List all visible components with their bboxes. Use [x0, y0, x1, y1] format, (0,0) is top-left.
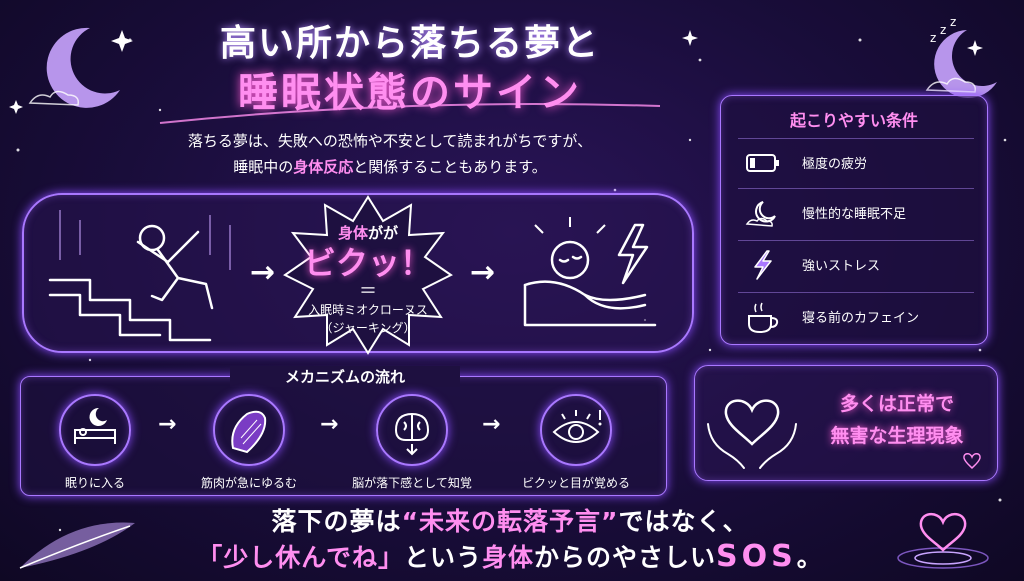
mechanism-title: メカニズムの流れ — [230, 366, 460, 387]
burst-sub: （ジャーキング） — [320, 321, 416, 335]
condition-row: 強いストレス — [738, 240, 974, 288]
condition-row: 極度の疲労 — [738, 138, 974, 186]
bottom-l2-highlight: 「少し休んでね」 — [197, 543, 404, 572]
moon-bed-icon — [74, 407, 116, 444]
jerk-burst-shape — [283, 195, 453, 355]
normal-text: 多くは正常で 無害な生理現象 — [802, 388, 992, 452]
crescent-moon-icon — [28, 27, 120, 108]
bottom-l2-end: 。 — [796, 543, 823, 572]
arrow-right-icon: → — [250, 255, 276, 290]
bottom-message-line-2: 「少し休んでね」という身体からのやさしいSOS。 — [160, 538, 860, 574]
burst-equals: ＝ — [359, 281, 377, 302]
arrow-right-icon: → — [158, 412, 177, 437]
bottom-l2-highlight-2: 身体 — [482, 543, 535, 572]
step-label: 筋肉が急にゆるむ — [200, 476, 297, 490]
condition-label: 極度の疲労 — [802, 157, 868, 172]
lightning-icon — [738, 249, 788, 281]
feather-icon — [19, 522, 135, 569]
step-label: ビクッと目が覚める — [521, 476, 630, 490]
burst-name: 入眠時ミオクローヌス — [308, 303, 428, 317]
svg-text:z: z — [940, 23, 946, 37]
intro-line-2-pre: 睡眠中の — [233, 158, 294, 176]
bottom-l2-post: からのやさしい — [534, 543, 717, 572]
waking-person-icon — [523, 217, 657, 327]
title-line-2: 睡眠状態のサイン — [238, 70, 582, 116]
normal-line-1: 多くは正常で — [839, 393, 954, 415]
battery-low-icon — [738, 152, 788, 174]
arrow-right-icon: → — [470, 255, 496, 290]
jerk-burst-text: 身体がが ビクッ！ ＝ 入眠時ミオクローヌス （ジャーキング） — [283, 222, 453, 337]
burst-small: 身体がが — [283, 222, 453, 243]
muscle-icon — [231, 410, 267, 454]
glowing-heart-icon — [897, 513, 989, 569]
heart-hands-icon — [707, 399, 797, 469]
bottom-l1-post: ではなく、 — [618, 507, 749, 536]
intro-line-2: 睡眠中の身体反応と関係することもあります。 — [110, 154, 670, 180]
step-label: 脳が落下感として知覚 — [352, 476, 472, 490]
step-sleep-circle — [59, 394, 131, 466]
step-muscle-circle — [213, 394, 285, 466]
bottom-message-line-1: 落下の夢は“未来の転落予言”ではなく、 — [160, 502, 860, 538]
normal-line-2: 無害な生理現象 — [830, 425, 964, 447]
condition-label: 寝る前のカフェイン — [802, 311, 920, 326]
bottom-l1-highlight: “未来の転落予言” — [401, 507, 619, 536]
intro-line-1: 落ちる夢は、失敗への恐怖や不安として読まれがちですが、 — [187, 132, 593, 150]
intro-line-2-post: と関係することもあります。 — [353, 158, 547, 176]
step-brain-circle — [376, 394, 448, 466]
burst-small-rest: がが — [368, 224, 399, 242]
bottom-l1-pre: 落下の夢は — [271, 507, 402, 536]
step-eye-circle — [540, 394, 612, 466]
conditions-title: 起こりやすい条件 — [789, 111, 918, 130]
condition-label: 慢性的な睡眠不足 — [802, 207, 907, 222]
arrow-right-icon: → — [320, 412, 339, 437]
falling-person-icon — [48, 210, 231, 342]
eye-icon — [552, 410, 602, 443]
title-swoosh — [159, 103, 661, 124]
step-label: 眠りに入る — [64, 476, 125, 490]
condition-label: 強いストレス — [802, 259, 881, 274]
moon-cloud-icon — [738, 198, 788, 228]
svg-text:z: z — [930, 31, 936, 45]
condition-row: 寝る前のカフェイン — [738, 292, 974, 340]
svg-text:z: z — [950, 15, 956, 29]
bottom-sos: SOS — [716, 539, 797, 574]
normal-panel — [694, 365, 998, 481]
small-heart-icon — [963, 453, 981, 470]
arrow-right-icon: → — [482, 412, 501, 437]
intro-highlight: 身体反応 — [293, 158, 354, 176]
sleeping-moon-icon: z z z — [925, 15, 997, 98]
burst-small-highlight: 身体 — [337, 224, 368, 242]
bottom-l2-mid: という — [403, 543, 482, 572]
brain-icon — [394, 412, 430, 456]
intro-text: 落ちる夢は、失敗への恐怖や不安として読まれがちですが、 睡眠中の身体反応と関係す… — [110, 128, 670, 180]
condition-row: 慢性的な睡眠不足 — [738, 188, 974, 236]
title-line-1: 高い所から落ちる夢と — [219, 23, 600, 64]
coffee-cup-icon — [738, 300, 788, 334]
burst-big: ビクッ！ — [303, 244, 432, 282]
